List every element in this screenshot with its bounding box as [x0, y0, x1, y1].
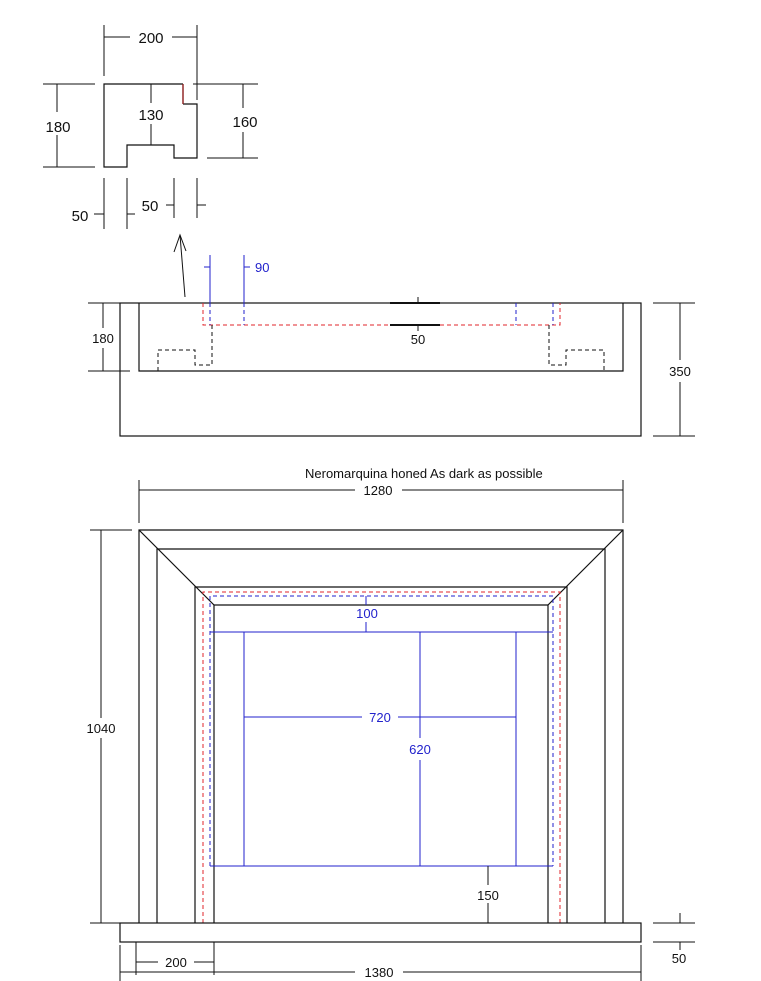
dim-hearth-height: 50 — [672, 951, 686, 966]
plan-inner — [138, 303, 624, 372]
front-elevation: Neromarquina honed As dark as possible 1… — [87, 466, 695, 981]
dim-profile-bottom-left: 50 — [72, 208, 89, 225]
dim-plan-inner-depth: 180 — [92, 331, 114, 346]
dim-profile-bottom-right: 50 — [142, 198, 159, 215]
dim-profile-inner: 130 — [138, 107, 163, 124]
detail-profile: 200 180 160 130 50 50 — [43, 25, 258, 298]
dim-plan-blue: 90 — [255, 260, 269, 275]
plan-outer — [119, 302, 642, 437]
firebox-opening — [243, 631, 517, 867]
dim-plan-center: 50 — [411, 332, 425, 347]
dim-profile-height-right: 160 — [232, 114, 257, 131]
dim-overall-height: 1040 — [87, 721, 116, 736]
dim-profile-width: 200 — [138, 30, 163, 47]
arrow-head-icon — [173, 233, 187, 253]
hearth — [119, 922, 642, 943]
dim-plan-total-depth: 350 — [669, 364, 691, 379]
dim-overall-width: 1280 — [364, 483, 393, 498]
dim-hearth-width: 1380 — [365, 965, 394, 980]
dim-top-slip: 100 — [356, 606, 378, 621]
mantel-outer — [138, 529, 624, 923]
dim-leg-width: 200 — [165, 955, 187, 970]
dim-opening-height: 620 — [409, 742, 431, 757]
section-arrow — [179, 234, 186, 298]
dim-bottom-gap: 150 — [477, 888, 499, 903]
dim-profile-height-left: 180 — [45, 119, 70, 136]
plan-section: 90 50 180 350 — [88, 255, 695, 437]
dim-opening-width: 720 — [369, 710, 391, 725]
material-note: Neromarquina honed As dark as possible — [305, 466, 543, 481]
